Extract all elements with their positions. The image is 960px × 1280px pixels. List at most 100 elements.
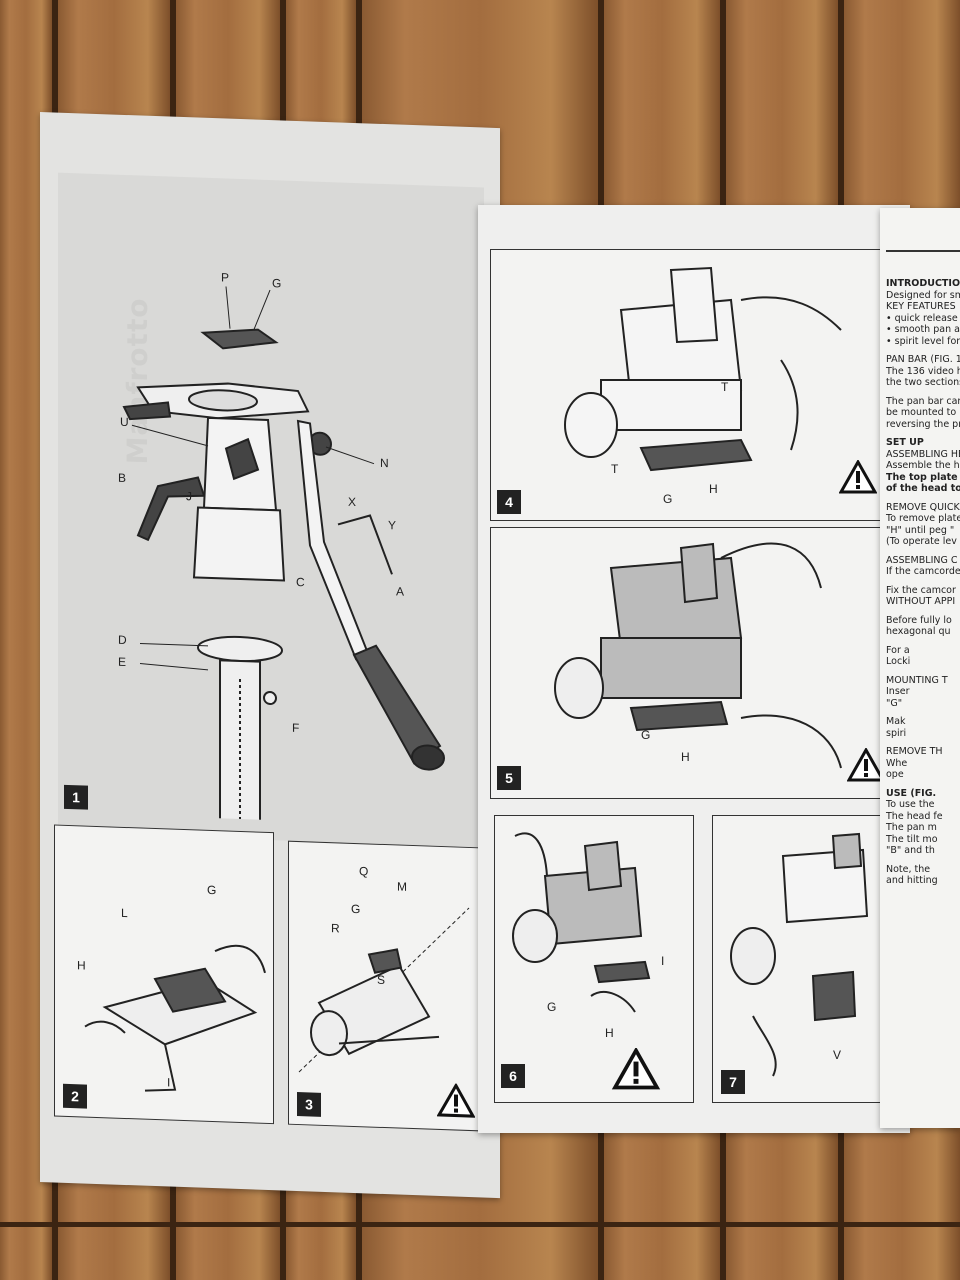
figure-number-6: 6 <box>501 1064 525 1088</box>
fig2-label-g: G <box>207 882 217 898</box>
camcorder-tilt-illustration <box>730 832 869 1077</box>
text-line: • quick release c <box>886 312 960 324</box>
camcorder-mount-illustration <box>564 266 842 472</box>
fig3-label-s: S <box>377 972 386 988</box>
text-line: the two sections <box>886 377 960 388</box>
warning-icon <box>847 748 885 782</box>
figure-number-5: 5 <box>497 766 521 790</box>
text-line: (To operate lev <box>886 536 957 547</box>
text-line: The top plate c <box>886 471 960 483</box>
warning-icon <box>437 1082 475 1118</box>
tripod-head-illustration <box>122 286 445 828</box>
figure-number-2: 2 <box>63 1083 87 1109</box>
text-line: be mounted to <box>886 407 957 418</box>
warning-icon <box>611 1048 661 1090</box>
fig6-label-i: I <box>661 954 665 968</box>
text-line: The pan bar can <box>886 395 960 407</box>
label-x: X <box>348 494 357 510</box>
text-line: ope <box>886 769 904 780</box>
label-d: D <box>118 632 127 648</box>
camera-plate-illustration <box>298 907 470 1073</box>
figure-5-panel: G H 5 <box>490 527 902 799</box>
figure-4-panel: T T G H 4 <box>490 249 902 521</box>
fig2-label-h: H <box>77 958 86 973</box>
camcorder-release-illustration <box>512 832 651 1013</box>
fig5-label-g: G <box>641 728 651 742</box>
figure-2-panel: G L H I 2 <box>54 824 274 1125</box>
fig3-label-q: Q <box>359 864 369 879</box>
figure-number-4: 4 <box>497 490 521 514</box>
text-line: of the head to <box>886 483 960 494</box>
figure-3-panel: Q M G R S 3 <box>288 840 486 1132</box>
text-line: Fix the camcor <box>886 584 956 596</box>
fig6-label-g: G <box>547 1000 557 1014</box>
fig4-label-h: H <box>709 482 718 496</box>
figure-1-panel: P G U N B J X Y D E C A F <box>58 173 482 828</box>
label-g: G <box>272 276 282 291</box>
figure-7-panel: V 7 <box>712 815 890 1103</box>
fig4-label-g: G <box>663 492 673 506</box>
label-b: B <box>118 470 127 486</box>
figure-number-3: 3 <box>297 1091 321 1117</box>
text-line: "B" and th <box>886 845 935 856</box>
text-line: Assemble the he <box>886 460 960 471</box>
text-line: If the camcorde <box>886 566 960 577</box>
fig3-label-g: G <box>351 901 361 917</box>
text-line: "H" until peg " <box>886 524 955 536</box>
label-e: E <box>118 654 127 670</box>
text-line: REMOVE TH <box>886 746 943 757</box>
label-n: N <box>380 455 389 471</box>
text-line: For a <box>886 644 910 656</box>
plate-lever-illustration <box>84 944 266 1092</box>
label-a: A <box>396 584 405 599</box>
text-line: MOUNTING T <box>886 674 948 686</box>
middle-page: T T G H 4 G H 5 <box>478 205 910 1133</box>
warning-icon <box>839 460 877 494</box>
text-line: "G" <box>886 697 903 709</box>
text-line: Locki <box>886 656 911 667</box>
fig3-label-r: R <box>331 921 340 936</box>
text-line: PAN BAR (FIG. 1 <box>886 354 960 365</box>
text-line: • smooth pan an <box>886 324 960 335</box>
label-u: U <box>120 414 129 430</box>
text-line: ASSEMBLING C <box>886 554 958 566</box>
fig2-label-l: L <box>121 905 128 921</box>
text-line: spiri <box>886 727 907 739</box>
figure-number-1: 1 <box>64 784 88 810</box>
label-c: C <box>296 574 305 590</box>
fig4-label-t2: T <box>611 462 619 476</box>
text-line: Designed for sma <box>886 289 960 301</box>
text-line: The 136 video h <box>886 365 960 377</box>
text-line: ASSEMBLING HE <box>886 448 960 460</box>
left-page: Manfrotto <box>40 112 500 1199</box>
label-y: Y <box>388 518 397 533</box>
text-line: REMOVE QUICK <box>886 501 960 513</box>
text-line: Before fully lo <box>886 614 952 626</box>
text-line: To remove plate <box>886 513 960 524</box>
text-line: Inser <box>886 686 910 697</box>
fig6-label-h: H <box>605 1026 614 1040</box>
fig3-label-m: M <box>397 879 407 894</box>
text-line: SET UP <box>886 437 924 448</box>
text-line: WITHOUT APPI <box>886 596 956 607</box>
fig5-label-h: H <box>681 750 690 764</box>
text-line: Note, the <box>886 863 931 875</box>
text-line: Whe <box>886 757 908 769</box>
text-line: reversing the pr <box>886 418 960 430</box>
text-line: To use the <box>886 799 935 810</box>
label-f: F <box>292 720 300 736</box>
figure-6-panel: I G H 6 <box>494 815 694 1103</box>
text-line: USE (FIG. <box>886 787 937 799</box>
camcorder-lock-illustration <box>554 542 842 769</box>
text-line: KEY FEATURES <box>886 301 956 312</box>
label-j: J <box>186 489 192 504</box>
text-line: • spirit level for f <box>886 335 960 347</box>
fig4-label-t: T <box>721 380 729 394</box>
text-line: INTRODUCTIO <box>886 278 960 289</box>
fig2-label-i: I <box>167 1075 171 1090</box>
text-line: hexagonal qu <box>886 626 951 637</box>
text-line: The pan m <box>886 822 937 833</box>
figure-number-7: 7 <box>721 1070 745 1094</box>
